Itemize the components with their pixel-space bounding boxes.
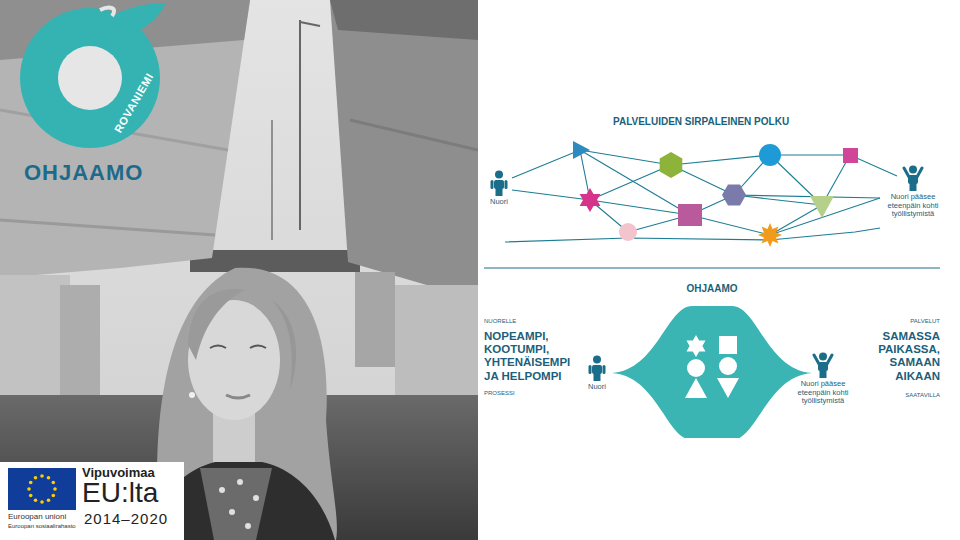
person-node: Nuori pääsee eteenpäin kohti työllistymi… [795,352,851,406]
logo-wordmark: OHJAAMO [24,160,143,185]
benefit-text: SAMASSA PAIKASSA, SAMAAN AIKAAN [870,330,940,383]
person-icon [586,355,608,381]
small-heading: SAATAVILLA [870,392,940,399]
person-label: Nuori [482,198,516,207]
eu-logo [0,0,190,540]
ohjaamo-lens: OHJAAMO [612,283,812,438]
small-heading: PALVELUT [870,318,940,325]
person-icon [902,165,924,191]
lens-shape [612,298,812,438]
person-icon [488,170,510,196]
funding-slogan: EU:lta [82,477,158,509]
person-node: Nuori [580,355,614,392]
person-label: Nuori [580,383,614,392]
person-label: Nuori pääsee eteenpäin kohti työllistymi… [885,193,941,219]
person-node: Nuori pääsee eteenpäin kohti työllistymi… [885,165,941,219]
funding-period: 2014–2020 [84,510,168,527]
benefit-text: NOPEAMPI, KOOTUMPI, YHTENÄISEMPI JA HELP… [484,330,576,383]
section-title: PALVELUIDEN SIRPALEINEN POLKU [613,116,789,128]
lens-title: OHJAAMO [612,283,812,295]
small-heading: NUORELLE [484,318,516,325]
person-node: Nuori [482,170,516,207]
logo-mark [0,0,200,160]
eu-name: Euroopan unioni [8,512,66,521]
person-icon [812,352,834,378]
person-label: Nuori pääsee eteenpäin kohti työllistymi… [795,380,851,406]
fund-name: Euroopan sosiaalirahasto [8,523,76,530]
small-heading: PROSESSI [484,390,515,397]
